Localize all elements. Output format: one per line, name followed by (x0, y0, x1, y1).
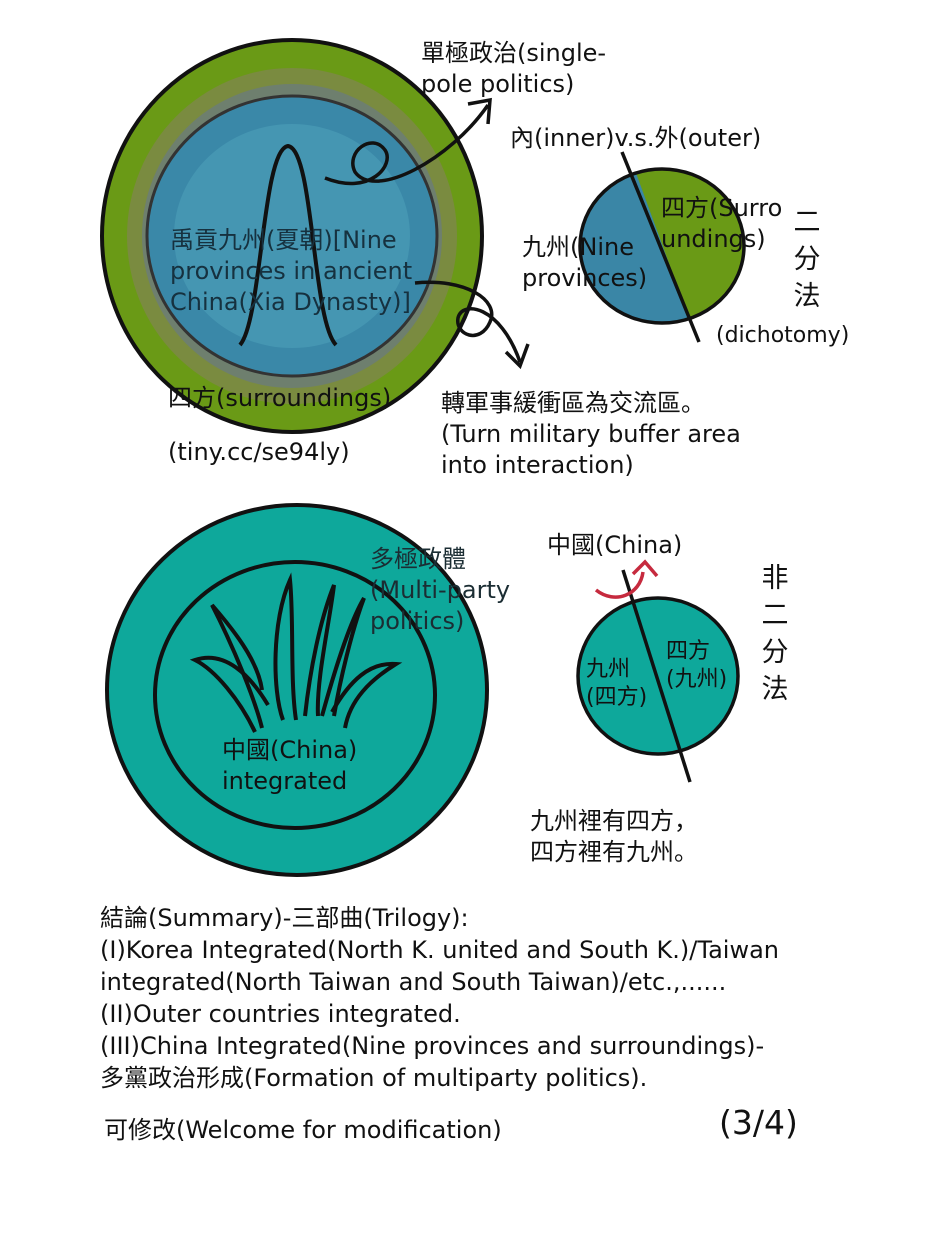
nine-provinces-label: 禹貢九州(夏朝)[Nine provinces in ancient China… (170, 226, 413, 316)
arrow-buffer (414, 280, 530, 370)
summary-line: 結論(Summary)-三部曲(Trilogy): (100, 904, 469, 932)
non-dichotomy-caption: 九州裡有四方， 四方裡有九州。 (530, 807, 698, 866)
single-pole-label: 單極政治(single- pole politics) (421, 39, 607, 98)
bell-curve-line (238, 143, 338, 347)
bottom-left-teal-circle (105, 503, 489, 877)
dichotomy-circle (578, 151, 746, 343)
curved-red-arrow-icon (594, 571, 645, 599)
summary-line: 多黨政治形成(Formation of multiparty politics)… (100, 1064, 648, 1092)
non-dichotomy-circle (576, 559, 740, 783)
surroundings-label: 四方(Surro undings) (661, 194, 783, 253)
non-dichotomy-side-label: 非二分法 (761, 563, 789, 705)
dichotomy-side-label: 二分法 (793, 207, 821, 312)
multi-party-label: 多極政體 (Multi-party politics) (370, 545, 511, 635)
surroundings-ring-label: 四方(surroundings) (168, 384, 392, 412)
china-integrated-label: 中國(China) integrated (222, 736, 358, 795)
page-indicator: (3/4) (719, 1103, 798, 1142)
non-dichotomy-right-label: 四方 (九州) (666, 639, 728, 692)
dichotomy-right-half (636, 169, 744, 318)
tiny-url-link[interactable]: (tiny.cc/se94ly) (168, 438, 350, 466)
dichotomy-note: (dichotomy) (716, 323, 850, 348)
arrow-single-pole (324, 97, 492, 186)
non-dichotomy-left-label: 九州 (四方) (586, 657, 648, 710)
dichotomy-title: 內(inner)v.s.外(outer) (510, 124, 762, 152)
buffer-note: 轉軍事緩衝區為交流區。 (Turn military buffer area i… (441, 389, 741, 479)
non-dichotomy-divider (621, 569, 692, 783)
china-title: 中國(China) (547, 531, 683, 559)
summary-line: (II)Outer countries integrated. (100, 1000, 461, 1028)
dichotomy-divider (620, 151, 701, 343)
nine-provinces-short-label: 九州(Nine provinces) (522, 233, 648, 292)
top-left-concentric-circle (100, 38, 484, 434)
summary-line: (III)China Integrated(Nine provinces and… (100, 1032, 765, 1060)
summary-line: integrated(North Taiwan and South Taiwan… (100, 968, 727, 996)
modification-note: 可修改(Welcome for modification) (104, 1116, 502, 1144)
summary-line: (I)Korea Integrated(North K. united and … (100, 936, 779, 964)
grass-sprout-icon (189, 572, 403, 733)
summary-block: 結論(Summary)-三部曲(Trilogy): (I)Korea Integ… (100, 902, 900, 1094)
inner-blue-core (174, 124, 410, 348)
